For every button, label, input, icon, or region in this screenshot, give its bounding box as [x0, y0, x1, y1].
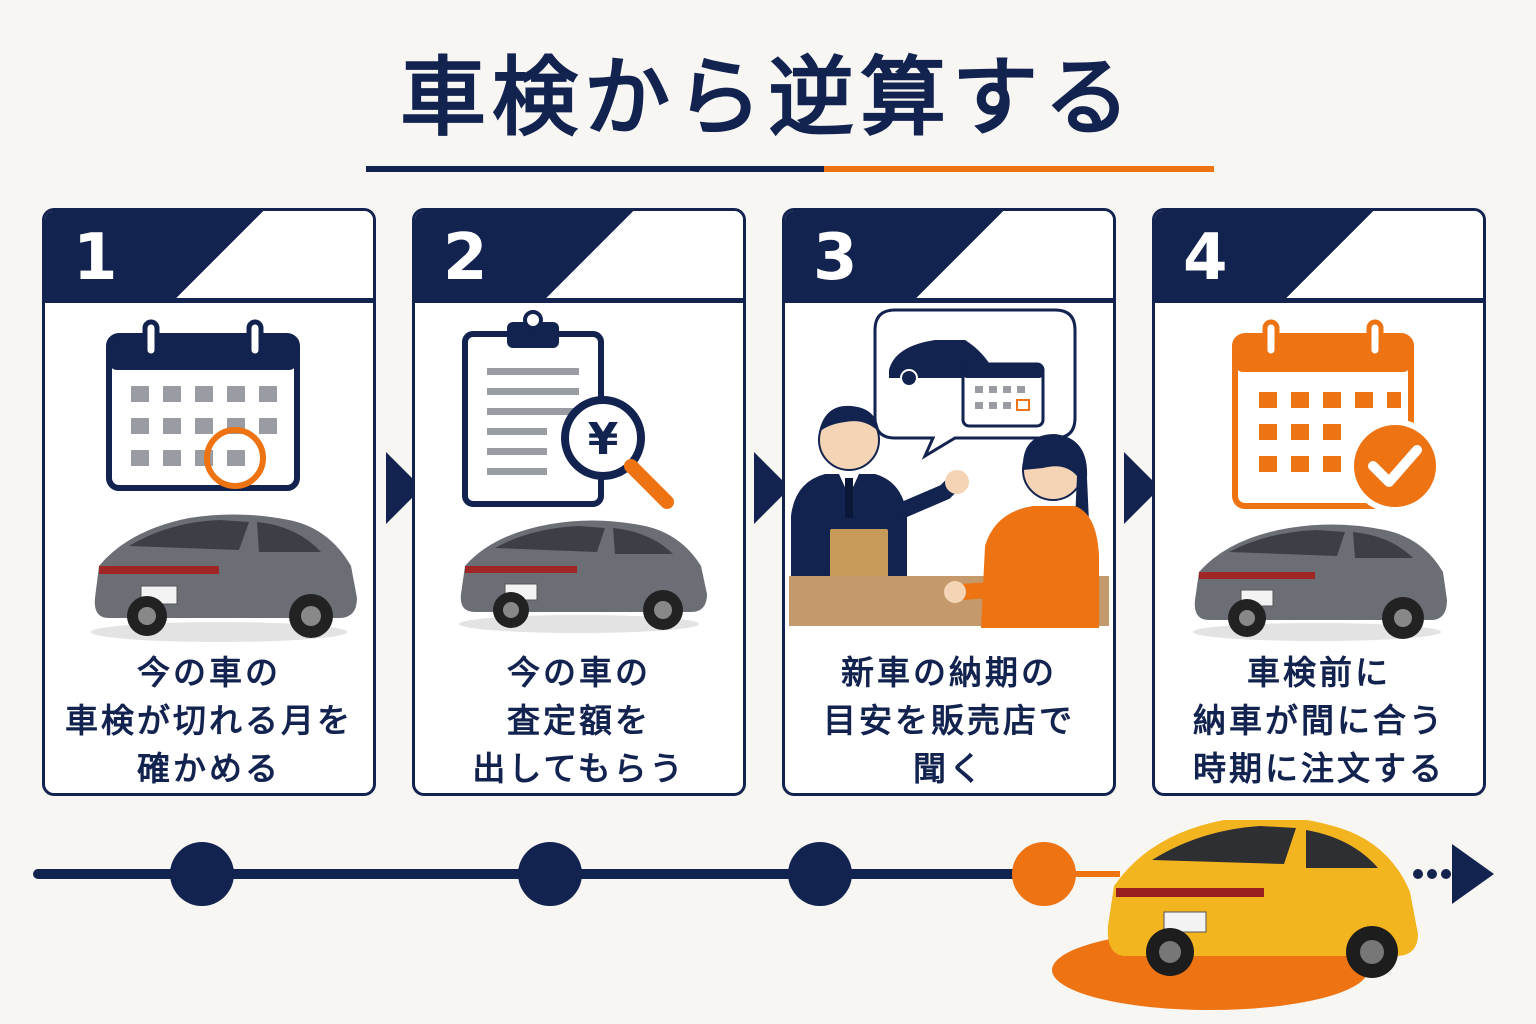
step-card-2: 2 ¥ 今の車の 査定額を 出してもらう — [412, 208, 746, 796]
arrow-right-icon — [1124, 452, 1160, 524]
step-card-4: 4 車検前に 納車が間に合う 時期に注文 — [1152, 208, 1486, 796]
gray-car — [91, 514, 358, 642]
timeline-dot-2 — [518, 842, 582, 906]
step-number-4: 4 — [1183, 221, 1228, 295]
timeline — [33, 820, 1494, 1010]
step-4-line-3: 時期に注文する — [1193, 749, 1445, 788]
gray-car — [1193, 524, 1447, 641]
step-card-1: 1 今の車の 車検が切れる月を 確かめる — [42, 208, 376, 796]
step-text-3: 新車の納期の 目安を販売店で 聞く — [793, 649, 1105, 793]
timeline-dot-1 — [170, 842, 234, 906]
step-2-illustration: ¥ — [459, 310, 707, 633]
step-number-3: 3 — [813, 221, 858, 295]
timeline-arrow-icon — [1452, 844, 1494, 904]
clipboard-icon — [462, 310, 604, 507]
step-2-line-2: 査定額を — [507, 701, 651, 740]
svg-text:¥: ¥ — [588, 414, 619, 465]
step-number-1: 1 — [73, 221, 118, 295]
arrow-right-icon — [386, 452, 422, 524]
step-text-4: 車検前に 納車が間に合う 時期に注文する — [1163, 649, 1475, 793]
step-1-line-3: 確かめる — [137, 749, 281, 788]
step-header-4 — [1155, 211, 1483, 303]
arrow-right-icon — [754, 452, 790, 524]
step-header-1 — [45, 211, 373, 303]
dotted-trail — [1413, 869, 1451, 879]
title-underline — [366, 166, 1214, 172]
calendar-icon — [106, 319, 300, 491]
customer-figure — [944, 434, 1099, 628]
calendar-check-icon — [1232, 319, 1442, 513]
step-4-line-1: 車検前に — [1247, 653, 1391, 692]
timeline-dot-3 — [788, 842, 852, 906]
step-4-illustration — [1193, 319, 1447, 641]
gray-car — [459, 520, 707, 633]
step-text-2: 今の車の 査定額を 出してもらう — [423, 649, 735, 793]
step-header-3 — [785, 211, 1113, 303]
page-title: 車検から逆算する — [400, 48, 1136, 148]
step-1-illustration — [91, 319, 358, 642]
step-3-line-1: 新車の納期の — [841, 653, 1057, 692]
step-3-line-3: 聞く — [913, 749, 985, 788]
salesman-figure — [791, 405, 969, 582]
step-1-line-2: 車検が切れる月を — [65, 701, 353, 740]
yellow-car — [1107, 820, 1418, 978]
step-card-3: 3 — [782, 208, 1116, 796]
speech-bubble-icon — [873, 308, 1077, 460]
step-3-illustration — [789, 308, 1109, 628]
step-3-line-2: 目安を販売店で — [823, 701, 1075, 740]
timeline-dot-4 — [1012, 842, 1076, 906]
step-2-line-1: 今の車の — [507, 653, 651, 692]
step-1-line-1: 今の車の — [137, 653, 281, 692]
step-header-2 — [415, 211, 743, 303]
step-text-1: 今の車の 車検が切れる月を 確かめる — [53, 649, 365, 793]
step-number-2: 2 — [443, 221, 488, 295]
step-4-line-2: 納車が間に合う — [1193, 701, 1445, 740]
step-2-line-3: 出してもらう — [472, 749, 686, 788]
yen-magnifier-icon: ¥ — [561, 396, 674, 509]
